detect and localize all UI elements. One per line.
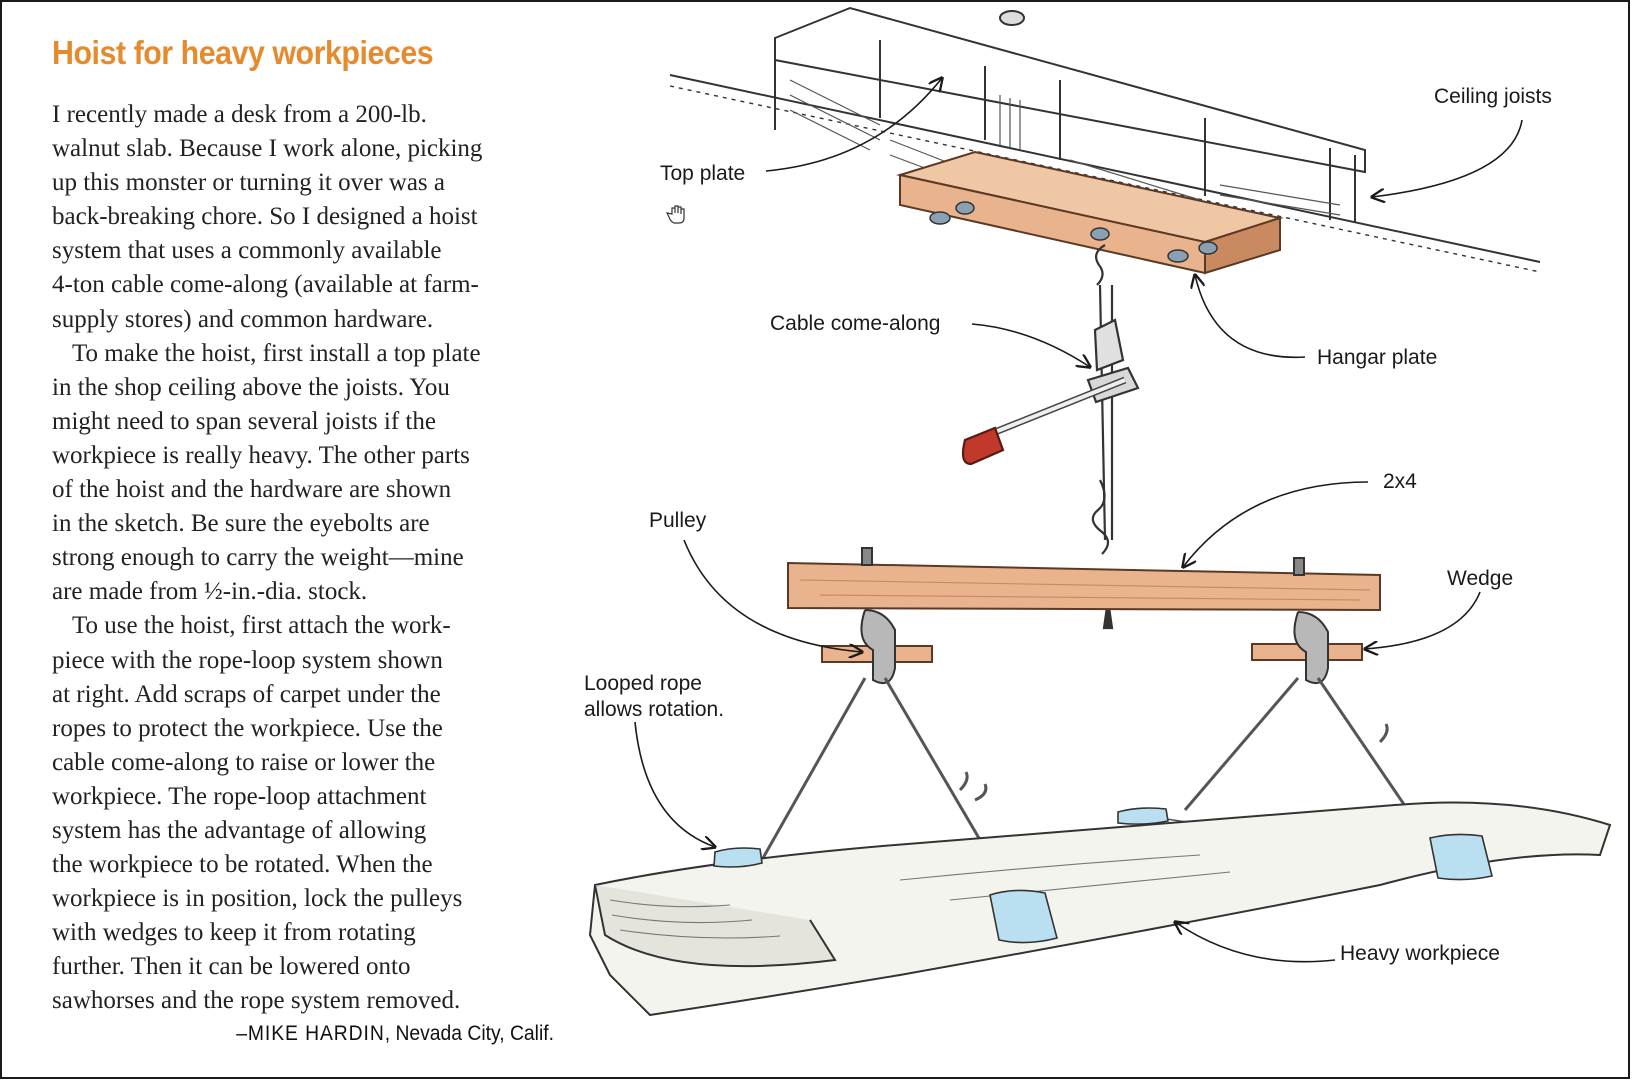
label-looped-rope-line2: allows rotation. [584, 698, 724, 721]
label-pulley: Pulley [649, 509, 707, 532]
body-line: back-breaking chore. So I designed a hoi… [52, 203, 478, 231]
body-line: with wedges to keep it from rotating [52, 919, 416, 947]
body-line: workpiece. The rope-loop attachment [52, 782, 427, 810]
body-line: strong enough to carry the weight—mine [52, 544, 464, 572]
body-line: 4-ton cable come-along (available at far… [52, 271, 479, 299]
body-line: cable come-along to raise or lower the [52, 748, 436, 776]
body-line: sawhorses and the rope system removed. [52, 987, 461, 1015]
article-body: I recently made a desk from a 200-lb. wa… [52, 98, 572, 1019]
body-line: in the shop ceiling above the joists. Yo… [52, 373, 450, 401]
body-line: workpiece is in position, lock the pulle… [52, 885, 463, 913]
author-location: , Nevada City, Calif. [384, 1022, 554, 1045]
body-line: might need to span several joists if the [52, 407, 436, 435]
label-wedge: Wedge [1447, 567, 1513, 590]
heavy-workpiece-drawing [588, 801, 1612, 1017]
article-title: Hoist for heavy workpieces [52, 34, 434, 71]
body-line: of the hoist and the hardware are shown [52, 476, 452, 504]
body-line: supply stores) and common hardware. [52, 305, 434, 333]
body-line: in the sketch. Be sure the eyebolts are [52, 510, 430, 538]
label-heavy-workpiece: Heavy workpiece [1340, 942, 1500, 965]
label-cable-come-along: Cable come-along [770, 312, 940, 335]
cable-come-along-drawing [961, 244, 1140, 630]
label-hangar-plate: Hangar plate [1317, 346, 1437, 369]
body-line: the workpiece to be rotated. When the [52, 851, 433, 879]
hangar-plate-drawing [896, 150, 1284, 275]
body-line: system has the advantage of allowing [52, 816, 427, 844]
body-line: workpiece is really heavy. The other par… [52, 441, 470, 469]
two-by-four-drawing [787, 547, 1381, 612]
author-name: –MIKE HARDIN [236, 1022, 385, 1045]
author-byline: –MIKE HARDIN, Nevada City, Calif. [44, 1022, 554, 1046]
body-line: system that uses a commonly available [52, 237, 442, 265]
body-line: To use the hoist, first attach the work- [72, 612, 451, 640]
hand-cursor-icon [665, 205, 685, 224]
body-line: To make the hoist, first install a top p… [72, 339, 481, 367]
body-line: ropes to protect the workpiece. Use the [52, 714, 443, 742]
body-line: walnut slab. Because I work alone, picki… [52, 135, 483, 163]
leader-lines [634, 78, 1523, 963]
label-top-plate: Top plate [660, 162, 745, 185]
body-line: at right. Add scraps of carpet under the [52, 680, 441, 708]
body-line: I recently made a desk from a 200-lb. [52, 101, 427, 128]
label-looped-rope-line1: Looped rope [584, 672, 702, 695]
body-line: up this monster or turning it over was a [52, 169, 445, 197]
body-line: further. Then it can be lowered onto [52, 953, 411, 981]
label-ceiling-joists: Ceiling joists [1434, 85, 1552, 108]
label-two-by-four: 2x4 [1383, 470, 1417, 493]
body-line: piece with the rope-loop system shown [52, 646, 443, 674]
body-line: are made from ½-in.-dia. stock. [52, 578, 368, 606]
pulleys-and-wedges-drawing [821, 609, 1363, 684]
